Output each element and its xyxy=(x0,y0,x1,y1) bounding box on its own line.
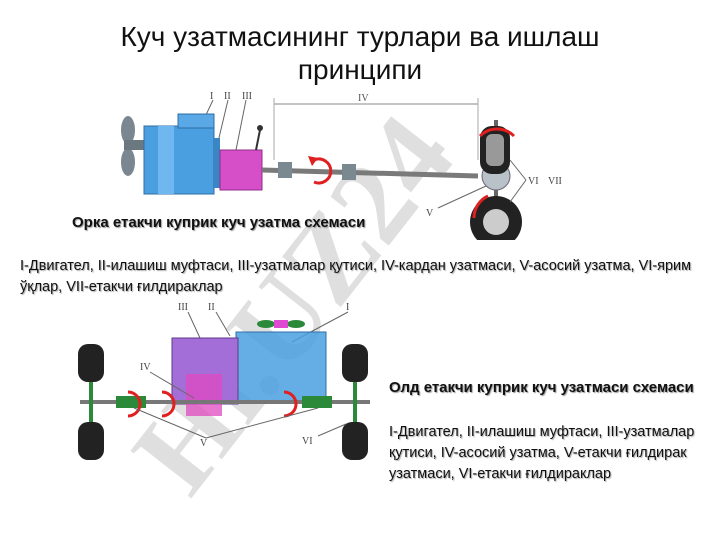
rear-diagram-caption: Орка етакчи куприк куч узатма схемаси xyxy=(72,214,366,231)
slide-title: Куч узатмасининг турлари ва ишлаш принци… xyxy=(120,21,600,85)
cardan-shaft xyxy=(261,167,479,179)
front-label-ii: II xyxy=(208,302,215,313)
universal-joint xyxy=(342,164,356,180)
rotation-arrow-icon xyxy=(313,157,333,185)
front-label-i: I xyxy=(346,302,349,313)
engine-block xyxy=(235,331,327,403)
front-diagram-caption: Олд етакчи куприк куч узатмаси схемаси xyxy=(389,379,694,396)
front-wheel-right xyxy=(342,344,368,460)
rear-label-i: I xyxy=(210,91,213,102)
front-drive-diagram: III II I IV V VI xyxy=(78,302,370,460)
rotation-arrow-icon xyxy=(472,194,489,219)
front-wheel-left xyxy=(78,344,104,460)
gearbox-block xyxy=(219,125,263,191)
front-label-iv: IV xyxy=(140,362,151,373)
rear-diagram-legend: I-Двигател, II-илашиш муфтаси, III-узатм… xyxy=(20,258,692,295)
main-drive-block xyxy=(186,374,222,416)
rear-drive-diagram: IV I II III V VI xyxy=(121,91,562,240)
rotation-arrow-icon xyxy=(283,390,298,418)
rear-label-vii: VII xyxy=(548,176,562,187)
rear-label-v: V xyxy=(426,208,434,219)
front-label-v: V xyxy=(200,438,208,449)
universal-joint xyxy=(278,162,292,178)
front-label-iii: III xyxy=(178,302,188,313)
fan-icon xyxy=(121,116,144,176)
rotation-arrow-icon xyxy=(127,390,142,418)
rear-label-ii: II xyxy=(224,91,231,102)
engine-block xyxy=(143,113,220,195)
rotation-arrow-icon xyxy=(478,127,516,138)
fan-icon xyxy=(257,320,305,328)
rear-label-vi: VI xyxy=(528,176,539,187)
front-label-vi: VI xyxy=(302,436,313,447)
rear-wheel-bottom xyxy=(470,196,522,240)
rear-wheel-top xyxy=(480,126,510,174)
rotation-arrow-icon xyxy=(161,390,176,418)
front-diagram-legend: I-Двигател, II-илашиш муфтаси, III-узатм… xyxy=(389,424,695,482)
rear-label-iv: IV xyxy=(358,93,369,104)
cv-joint xyxy=(302,396,332,408)
cv-joint xyxy=(116,396,146,408)
rear-label-iii: III xyxy=(242,91,252,102)
